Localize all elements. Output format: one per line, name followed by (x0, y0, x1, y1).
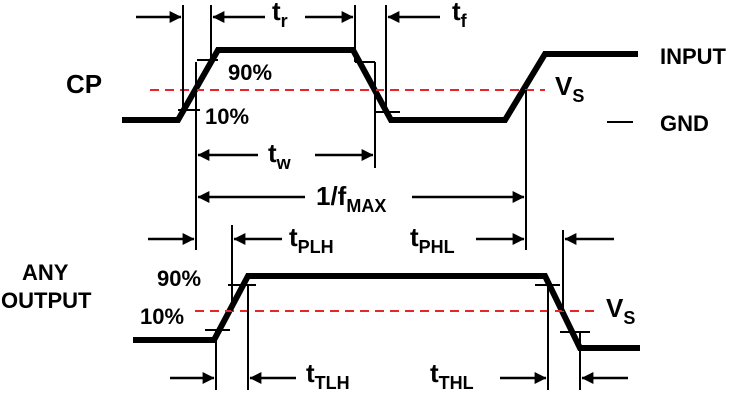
output-label: OUTPUT (1, 288, 92, 313)
tphl-label: tPHL (410, 222, 455, 257)
out-90-label: 90% (157, 266, 201, 291)
cp-waveform (122, 47, 638, 123)
any-label: ANY (22, 260, 69, 285)
tthl-label: tTHL (430, 358, 474, 393)
input-label: INPUT (660, 44, 727, 69)
gnd-label: GND (660, 111, 709, 136)
cp-10-label: 10% (205, 104, 249, 129)
cp-label: CP (66, 69, 102, 99)
tplh-label: tPLH (289, 222, 334, 257)
tw-label: tw (268, 138, 292, 173)
vs-label-top: VS (555, 71, 584, 106)
fmax-label: 1/fMAX (316, 181, 386, 216)
ttlh-label: tTLH (306, 358, 350, 393)
tf-label: tf (452, 0, 468, 31)
out-10-label: 10% (140, 304, 184, 329)
vs-label-bottom: VS (606, 293, 635, 328)
output-waveform (133, 273, 640, 351)
cp-90-label: 90% (228, 60, 272, 85)
tr-label: tr (272, 0, 288, 31)
